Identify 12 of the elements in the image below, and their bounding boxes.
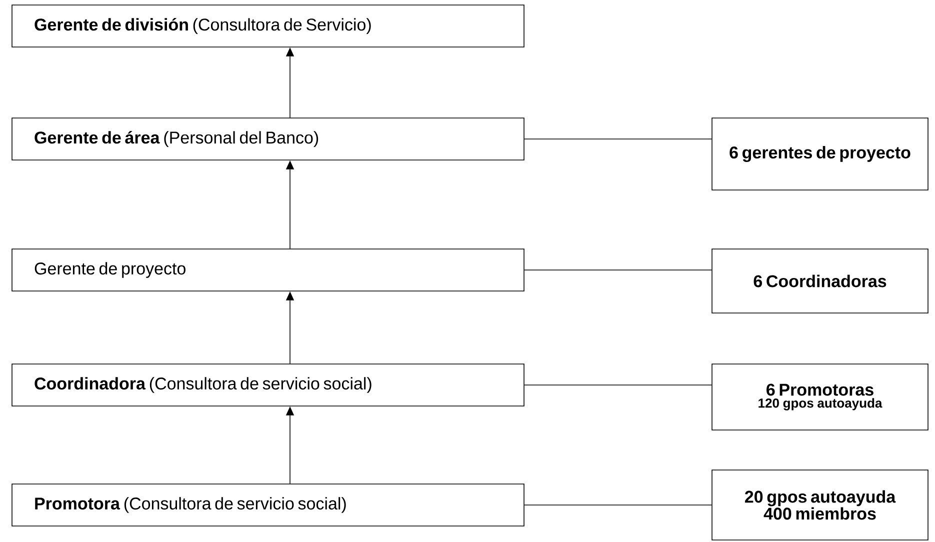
role-box: Gerente de proyecto: [12, 248, 524, 292]
connector-line: [524, 504, 712, 506]
connector-line: [524, 384, 712, 386]
role-box: Gerente de área (Personal del Banco): [12, 118, 524, 160]
count-box: 6 Coordinadoras: [712, 248, 928, 314]
count-box: 6 gerentes de proyecto: [712, 118, 928, 190]
role-box: Coordinadora (Consultora de servicio social): [12, 364, 524, 406]
connector-line: [524, 138, 712, 140]
role-box: Promotora (Consultora de servicio social): [12, 484, 524, 526]
role-box: Gerente de división (Consultora de Servicio): [12, 4, 524, 48]
count-box: 6 Promotoras 120 gpos autoayuda: [712, 364, 928, 430]
count-box: 20 gpos autoayuda 400 miembros: [712, 470, 928, 540]
